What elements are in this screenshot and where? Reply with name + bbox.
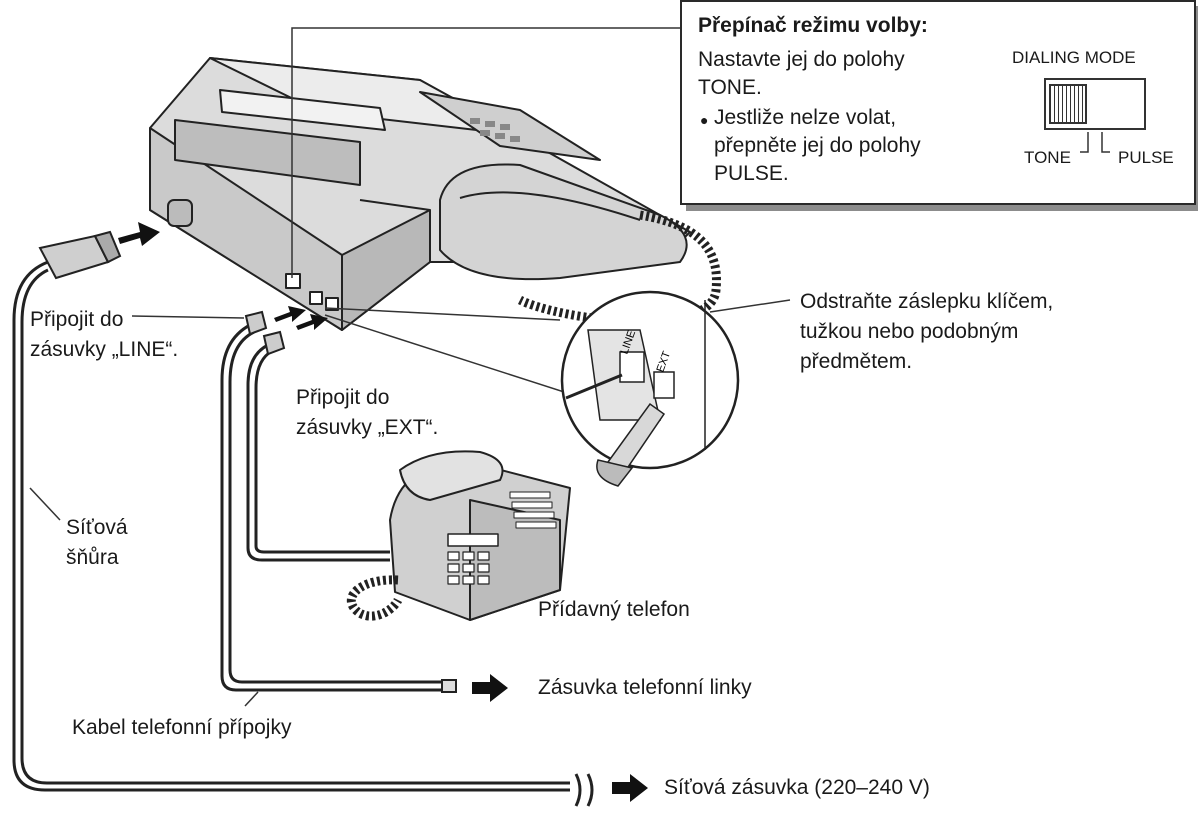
power-cord-label-1: Síťová bbox=[66, 516, 128, 539]
switch-knob bbox=[1049, 84, 1087, 124]
power-plug bbox=[38, 230, 122, 280]
callout-bullet-line-1: Jestliže nelze volat, bbox=[714, 106, 897, 129]
extension-coil-cord bbox=[347, 575, 403, 621]
fax-machine bbox=[149, 57, 691, 331]
extension-phone-label: Přídavný telefon bbox=[538, 598, 690, 621]
dialing-mode-callout: Přepínač režimu volby: Nastavte jej do p… bbox=[680, 0, 1196, 205]
line-cable bbox=[220, 323, 442, 692]
remove-cap-label-2: tužkou nebo podobným bbox=[800, 320, 1019, 343]
ext-jack-label-2: zásuvky „EXT“. bbox=[296, 416, 439, 439]
dialing-mode-switch bbox=[1044, 78, 1146, 130]
remove-cap-label-3: předmětem. bbox=[800, 350, 913, 373]
ext-arrow bbox=[296, 314, 328, 330]
remove-cap-label-1: Odstraňte záslepku klíčem, bbox=[800, 290, 1054, 313]
ext-jack-label-1: Připojit do bbox=[296, 386, 390, 409]
line-jack-label-2: zásuvky „LINE“. bbox=[30, 338, 179, 361]
phone-line-jack-label: Zásuvka telefonní linky bbox=[538, 676, 752, 699]
callout-bullet-line-3: PULSE. bbox=[714, 162, 789, 185]
callout-bullet-line-2: přepněte jej do polohy bbox=[714, 134, 921, 157]
line-arrow bbox=[274, 306, 306, 322]
ext-connector bbox=[262, 330, 286, 356]
plug-arrow bbox=[118, 222, 160, 246]
power-cord-label-2: šňůra bbox=[66, 546, 119, 569]
handset-coil-cord bbox=[517, 210, 721, 326]
switch-position-marks bbox=[1080, 132, 1110, 153]
callout-title: Přepínač režimu volby: bbox=[698, 14, 928, 37]
phone-line-arrow bbox=[472, 674, 508, 702]
line-jack-label-1: Připojit do bbox=[30, 308, 124, 331]
line-connector bbox=[244, 310, 268, 336]
power-cord bbox=[12, 260, 594, 807]
jack-zoom-view bbox=[560, 290, 740, 487]
mains-arrow bbox=[612, 774, 648, 802]
extension-telephone bbox=[389, 450, 571, 621]
callout-line-1: Nastavte jej do polohy bbox=[698, 48, 905, 71]
line-cable-plug bbox=[441, 679, 457, 693]
mains-socket-label: Síťová zásuvka (220–240 V) bbox=[664, 776, 930, 799]
pulse-label: PULSE bbox=[1118, 148, 1174, 167]
phone-cable-label: Kabel telefonní přípojky bbox=[72, 716, 292, 739]
tone-label: TONE bbox=[1024, 148, 1071, 167]
callout-bullet: ● bbox=[700, 112, 709, 128]
callout-line-2: TONE. bbox=[698, 76, 762, 99]
dialing-mode-label: DIALING MODE bbox=[1012, 48, 1136, 67]
ext-cable bbox=[246, 343, 390, 562]
